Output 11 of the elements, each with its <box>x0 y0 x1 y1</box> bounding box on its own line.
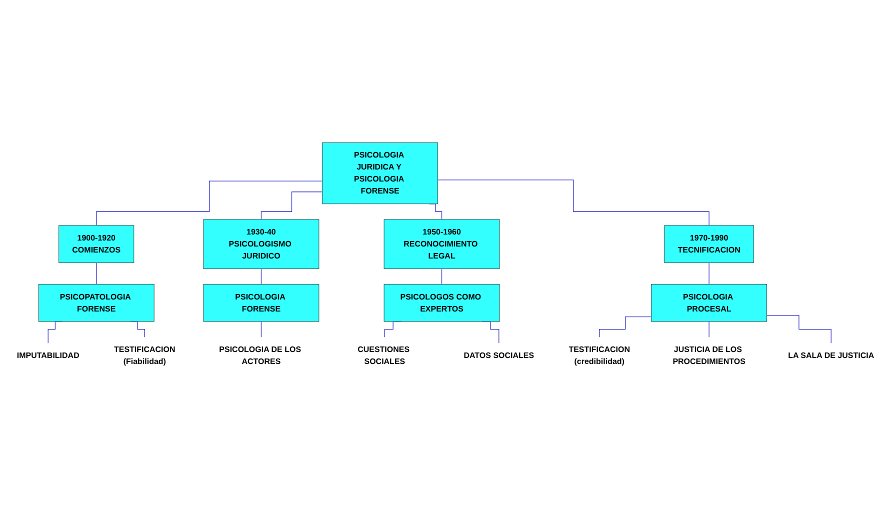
connector <box>96 180 323 226</box>
connector <box>708 321 710 338</box>
connector <box>441 268 442 285</box>
connector <box>260 268 262 285</box>
connector <box>708 262 710 285</box>
connector <box>766 315 832 344</box>
connector <box>260 321 262 338</box>
connector <box>437 180 710 226</box>
connector <box>96 262 97 285</box>
connector <box>260 192 323 220</box>
connector <box>599 316 652 338</box>
